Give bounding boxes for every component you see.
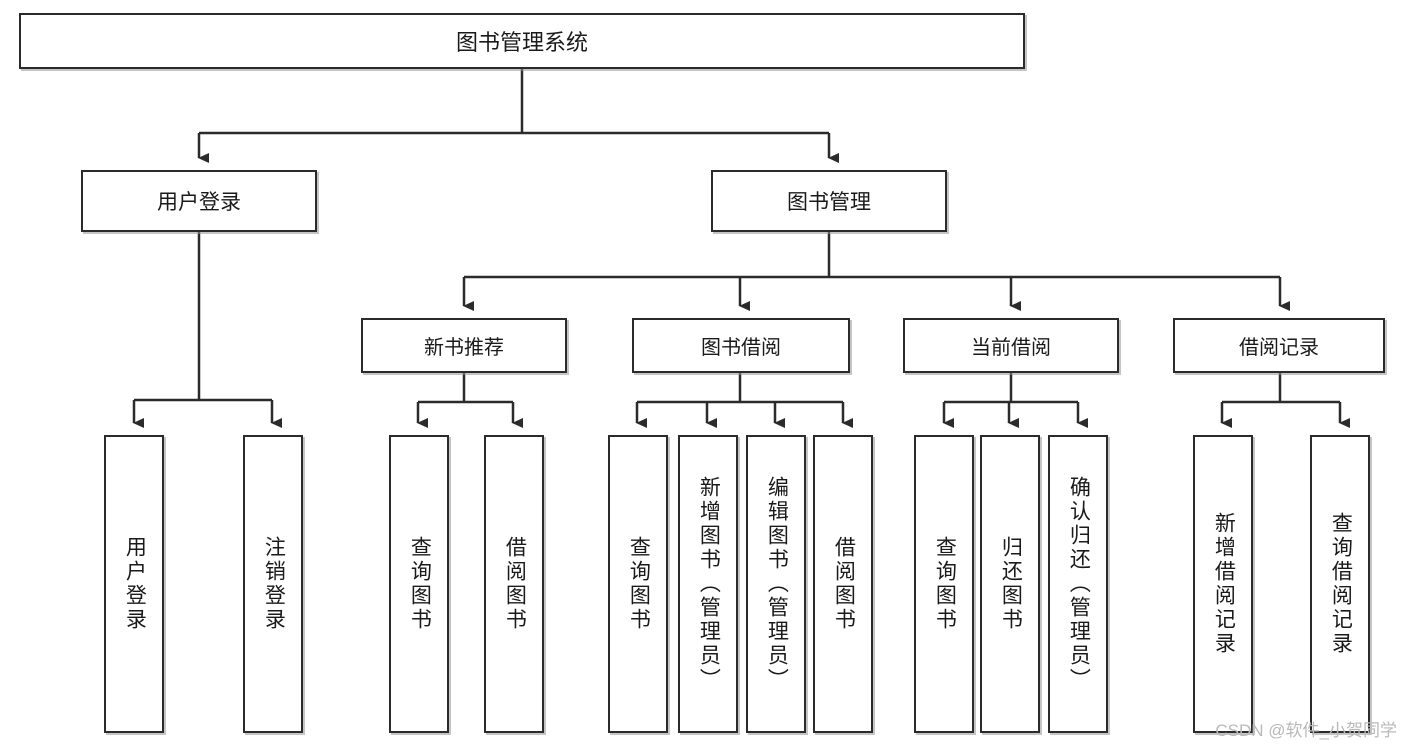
leaf-user-login-logout[interactable]: 注销登录 — [243, 435, 303, 733]
leaf-label: 新增图书（管理员） — [697, 476, 721, 692]
node-book-management[interactable]: 图书管理 — [711, 170, 947, 232]
node-current-borrow[interactable]: 当前借阅 — [903, 318, 1119, 373]
leaf-label: 注销登录 — [262, 536, 286, 632]
node-new-book-recommend[interactable]: 新书推荐 — [361, 318, 567, 373]
leaf-label: 查询图书 — [627, 536, 651, 632]
node-borrow-records[interactable]: 借阅记录 — [1173, 318, 1385, 373]
leaf-current-borrow-confirm-return[interactable]: 确认归还（管理员） — [1048, 435, 1108, 733]
leaf-current-borrow-return[interactable]: 归还图书 — [980, 435, 1040, 733]
leaf-new-book-borrow[interactable]: 借阅图书 — [484, 435, 544, 733]
leaf-label: 用户登录 — [123, 536, 147, 632]
leaf-label: 确认归还（管理员） — [1067, 476, 1091, 692]
leaf-label: 新增借阅记录 — [1212, 512, 1236, 656]
node-book-borrow[interactable]: 图书借阅 — [632, 318, 850, 373]
node-user-login[interactable]: 用户登录 — [81, 170, 317, 232]
leaf-current-borrow-query[interactable]: 查询图书 — [914, 435, 974, 733]
leaf-user-login-login[interactable]: 用户登录 — [104, 435, 164, 733]
leaf-borrow-records-add[interactable]: 新增借阅记录 — [1193, 435, 1253, 733]
leaf-label: 借阅图书 — [832, 536, 856, 632]
leaf-label: 编辑图书（管理员） — [765, 476, 789, 692]
leaf-book-borrow-query[interactable]: 查询图书 — [608, 435, 668, 733]
leaf-label: 归还图书 — [999, 536, 1023, 632]
leaf-book-borrow-borrow[interactable]: 借阅图书 — [813, 435, 873, 733]
leaf-label: 借阅图书 — [503, 536, 527, 632]
leaf-label: 查询图书 — [408, 536, 432, 632]
leaf-label: 查询图书 — [933, 536, 957, 632]
leaf-book-borrow-add[interactable]: 新增图书（管理员） — [678, 435, 738, 733]
leaf-label: 查询借阅记录 — [1329, 512, 1353, 656]
node-root[interactable]: 图书管理系统 — [19, 13, 1025, 69]
leaf-borrow-records-query[interactable]: 查询借阅记录 — [1310, 435, 1370, 733]
leaf-book-borrow-edit[interactable]: 编辑图书（管理员） — [746, 435, 806, 733]
watermark: CSDN @软件_小贺同学 — [1215, 721, 1397, 740]
leaf-new-book-query[interactable]: 查询图书 — [389, 435, 449, 733]
